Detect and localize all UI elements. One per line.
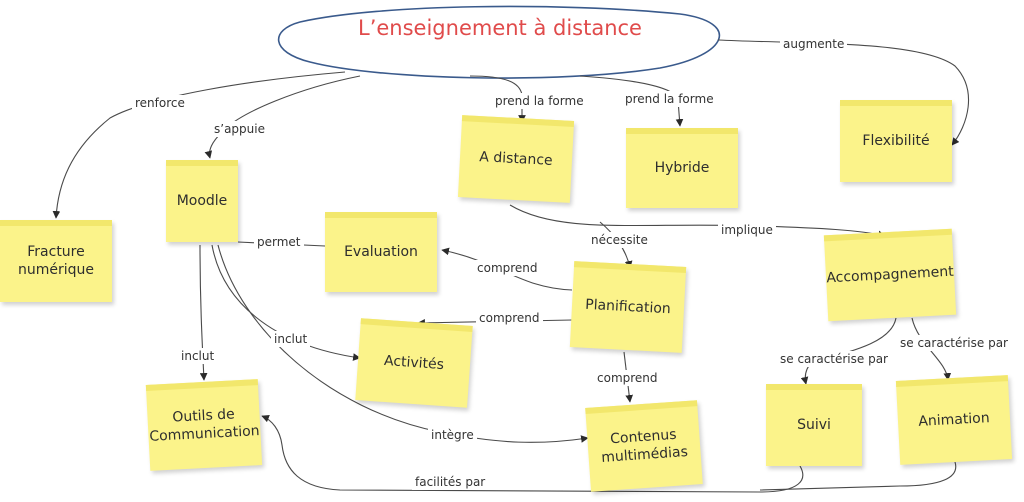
node-accompagnement[interactable]: Accompagnement bbox=[823, 228, 957, 322]
node-flexibilite[interactable]: Flexibilité bbox=[840, 100, 952, 182]
label-inclut-2: inclut bbox=[271, 331, 311, 347]
edge-renforce bbox=[52, 71, 346, 219]
node-fracture-numerique[interactable]: Fracture numérique bbox=[0, 220, 112, 302]
label-permet: permet bbox=[254, 234, 304, 250]
node-evaluation-label: Evaluation bbox=[344, 244, 418, 260]
node-activites[interactable]: Activités bbox=[355, 318, 473, 408]
page-title: L’enseignement à distance bbox=[358, 16, 642, 40]
label-renforce: renforce bbox=[132, 95, 188, 111]
node-hybride-label: Hybride bbox=[654, 160, 710, 176]
node-flexibilite-label: Flexibilité bbox=[862, 133, 930, 149]
node-a-distance-label: A distance bbox=[478, 149, 554, 169]
node-a-distance[interactable]: A distance bbox=[457, 115, 575, 203]
label-caracterise-1: se caractérise par bbox=[777, 351, 891, 367]
edge-inclut-2 bbox=[211, 244, 361, 361]
node-hybride[interactable]: Hybride bbox=[626, 128, 738, 208]
node-moodle-label: Moodle bbox=[176, 193, 228, 209]
node-suivi-label: Suivi bbox=[797, 417, 831, 433]
edge-facilites bbox=[261, 415, 804, 493]
edge-implique bbox=[509, 204, 886, 239]
node-planification-label: Planification bbox=[584, 296, 672, 318]
node-animation[interactable]: Animation bbox=[895, 375, 1013, 465]
node-moodle[interactable]: Moodle bbox=[166, 160, 238, 242]
node-evaluation[interactable]: Evaluation bbox=[325, 212, 437, 292]
label-inclut-1: inclut bbox=[178, 348, 218, 364]
node-outils-label: Outils de Communication bbox=[148, 406, 261, 445]
label-prend-forme-1: prend la forme bbox=[492, 93, 587, 109]
title-ellipse bbox=[277, 5, 721, 79]
label-comprend-1: comprend bbox=[474, 260, 541, 276]
label-facilites: facilités par bbox=[412, 474, 489, 490]
node-contenus-multimedias[interactable]: Contenus multimédias bbox=[585, 400, 703, 492]
edge-integre bbox=[217, 244, 589, 443]
label-augmente: augmente bbox=[780, 36, 848, 52]
label-implique: implique bbox=[718, 222, 776, 238]
edge-inclut-1 bbox=[199, 244, 208, 381]
node-animation-label: Animation bbox=[917, 410, 991, 430]
label-comprend-3: comprend bbox=[594, 370, 661, 386]
node-contenus-label: Contenus multimédias bbox=[600, 426, 689, 466]
label-prend-forme-2: prend la forme bbox=[622, 91, 717, 107]
node-accompagnement-label: Accompagnement bbox=[825, 263, 955, 287]
node-planification[interactable]: Planification bbox=[569, 261, 687, 353]
node-fracture-label: Fracture numérique bbox=[17, 244, 94, 278]
label-necessite: nécessite bbox=[588, 232, 651, 248]
label-integre: intègre bbox=[428, 427, 477, 443]
label-comprend-2: comprend bbox=[476, 310, 543, 326]
label-s-appuie: s’appuie bbox=[211, 121, 268, 137]
node-outils-communication[interactable]: Outils de Communication bbox=[145, 379, 263, 471]
node-activites-label: Activités bbox=[383, 352, 445, 374]
edge-s-appuie bbox=[204, 75, 361, 159]
label-caracterise-2: se caractérise par bbox=[897, 335, 1011, 351]
node-suivi[interactable]: Suivi bbox=[766, 384, 862, 466]
edge-caracterise-2 bbox=[911, 317, 952, 381]
edge-facilites-2 bbox=[759, 461, 957, 491]
